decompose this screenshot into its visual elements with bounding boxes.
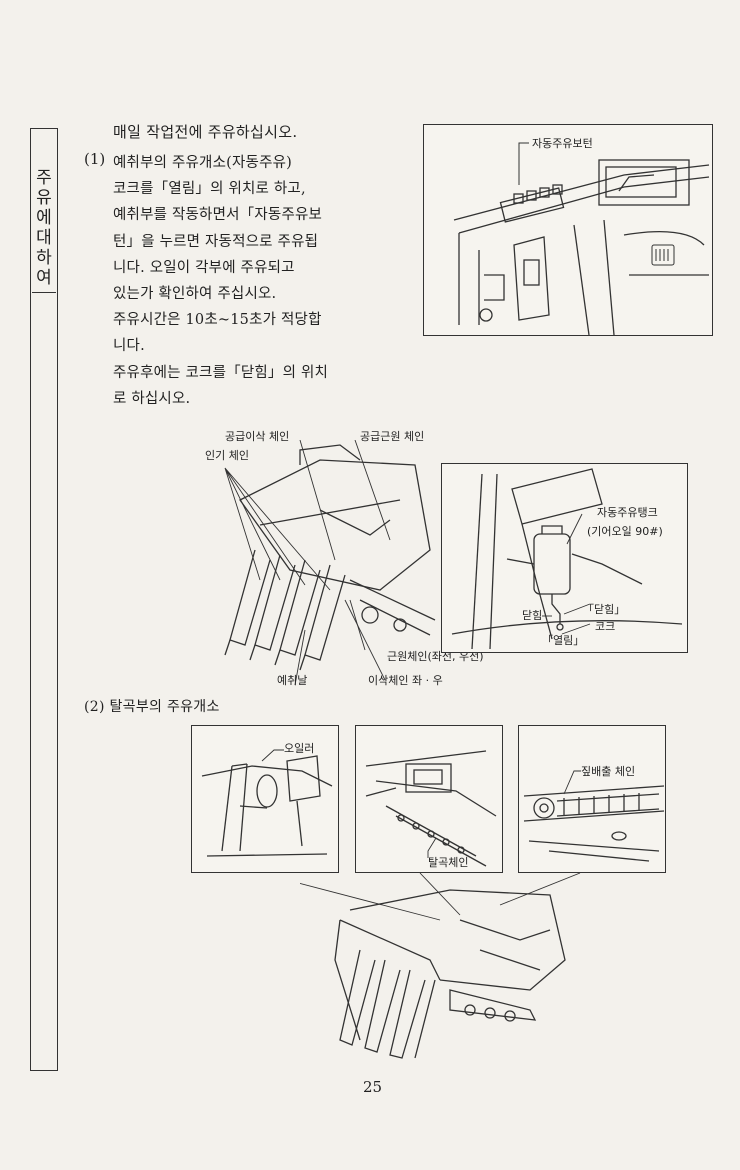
label-tank-oil: (기어오일 90#) bbox=[587, 525, 663, 538]
thresh-chain-illustration bbox=[365, 750, 497, 867]
item1-line: 예취부를 작동하면서「자동주유보 bbox=[113, 207, 323, 224]
label-straw-chain: 짚배출 체인 bbox=[581, 765, 636, 778]
label-blade: 예취날 bbox=[277, 674, 308, 687]
side-tab-frame bbox=[30, 128, 58, 1071]
label-chain-root: 근원체인(좌전, 우전) bbox=[387, 650, 484, 663]
item1-number: (1) bbox=[84, 150, 106, 168]
item1-line: 주유시간은 10초~15초가 적당합 bbox=[113, 312, 322, 329]
label-chain-feed-root: 공급근원 체인 bbox=[360, 430, 425, 443]
figure-oiler: 오일러 bbox=[191, 725, 339, 873]
label-thresh-chain: 탈곡체인 bbox=[428, 856, 469, 869]
label-chain-feed-transfer: 공급이삭 체인 bbox=[225, 430, 290, 443]
figure-thresh-chain: 탈곡체인 bbox=[355, 725, 503, 873]
reaper-illustration bbox=[224, 440, 436, 686]
label-oiler: 오일러 bbox=[284, 742, 315, 755]
label-open: 「열림」 bbox=[542, 634, 585, 647]
label-tank: 자동주유탱크 bbox=[597, 506, 658, 519]
combine-illustration bbox=[300, 872, 581, 1059]
side-tab-label: 주유에 대하여 bbox=[32, 168, 56, 293]
item1-line: 있는가 확인하여 주십시오. bbox=[113, 286, 277, 303]
label-chain-pull: 인기 체인 bbox=[205, 449, 249, 462]
item1-line: 주유후에는 코크를「닫힘」의 위치 bbox=[113, 364, 329, 381]
figure-straw-chain: 짚배출 체인 bbox=[518, 725, 666, 873]
item1-line: 턴」을 누르면 자동적으로 주유됩 bbox=[113, 233, 319, 250]
label-chain-transfer: 이삭체인 좌 · 우 bbox=[368, 674, 443, 687]
straw-chain-illustration bbox=[523, 770, 665, 862]
oiler-illustration bbox=[201, 749, 333, 857]
figure-oil-tank: 자동주유탱크 (기어오일 90#) 닫힘 「닫힘」 코크 「열림」 bbox=[441, 463, 688, 653]
page-number: 25 bbox=[363, 1078, 383, 1096]
item1-body: 예취부의 주유개소(자동주유) 코크를「열림」의 위치로 하고, 예취부를 작동… bbox=[113, 150, 338, 412]
item2-title: (2) 탈곡부의 주유개소 bbox=[84, 699, 220, 715]
label-cock: 코크 bbox=[595, 620, 616, 633]
item1-line: 니다. 오일이 각부에 주유되고 bbox=[113, 259, 295, 276]
label-closed-right: 「닫힘」 bbox=[583, 603, 626, 616]
item1-line: 예취부의 주유개소(자동주유) bbox=[113, 155, 293, 171]
item1-line: 로 하십시오. bbox=[113, 390, 191, 407]
oil-tank-illustration bbox=[451, 468, 683, 650]
label-lube-button: 자동주유보턴 bbox=[532, 137, 593, 150]
control-panel-illustration bbox=[453, 142, 710, 335]
label-closed-left: 닫힘 bbox=[522, 609, 543, 622]
item1-line: 코크를「열림」의 위치로 하고, bbox=[113, 181, 306, 198]
figure-lube-button: 자동주유보턴 bbox=[423, 124, 713, 336]
intro-text: 매일 작업전에 주유하십시오. bbox=[113, 123, 298, 141]
item1-line: 니다. bbox=[113, 338, 145, 355]
